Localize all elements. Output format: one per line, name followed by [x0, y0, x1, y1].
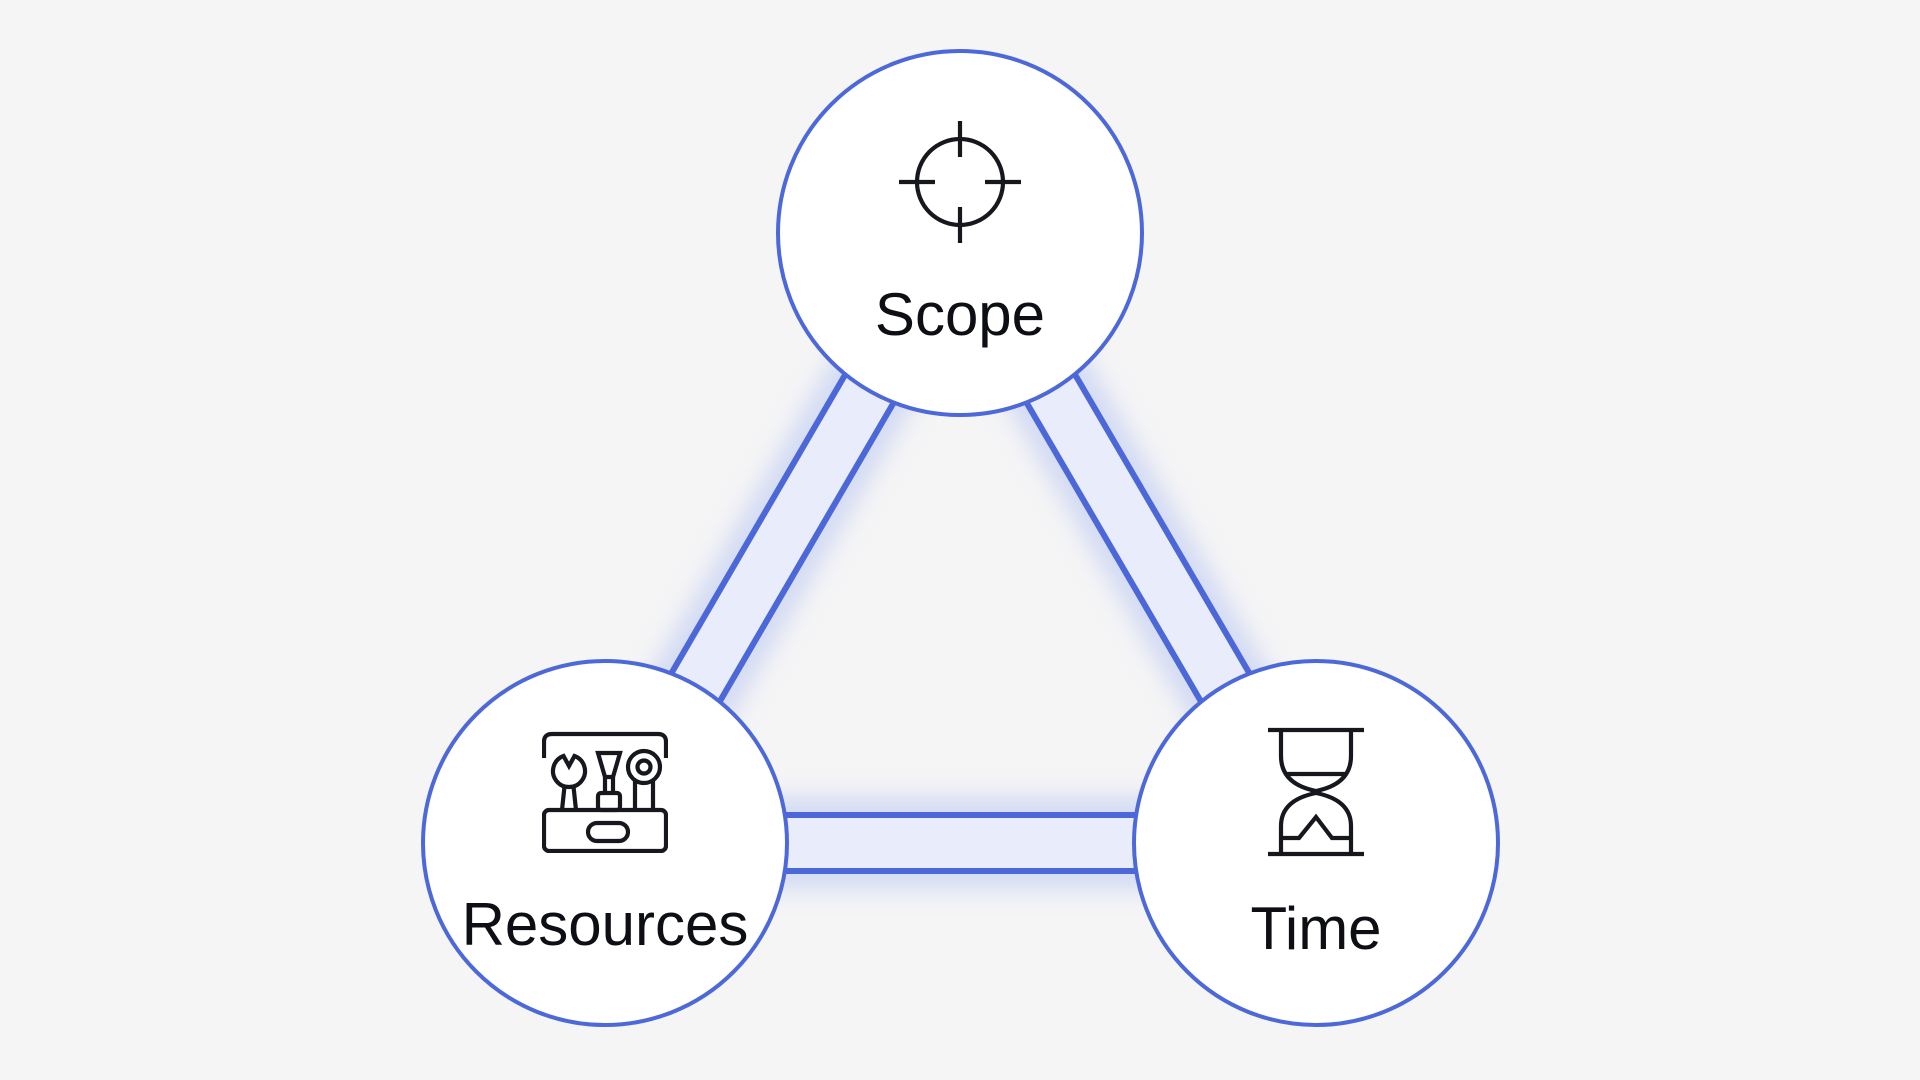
node-scope: Scope — [776, 49, 1144, 417]
node-time: Time — [1132, 659, 1500, 1027]
hourglass-icon — [1268, 727, 1364, 856]
node-time-label: Time — [1250, 894, 1382, 962]
target-icon — [899, 120, 1021, 243]
node-scope-label: Scope — [874, 280, 1046, 348]
node-resources: Resources — [421, 659, 789, 1027]
node-resources-label: Resources — [461, 890, 749, 958]
toolbox-icon — [542, 731, 668, 853]
